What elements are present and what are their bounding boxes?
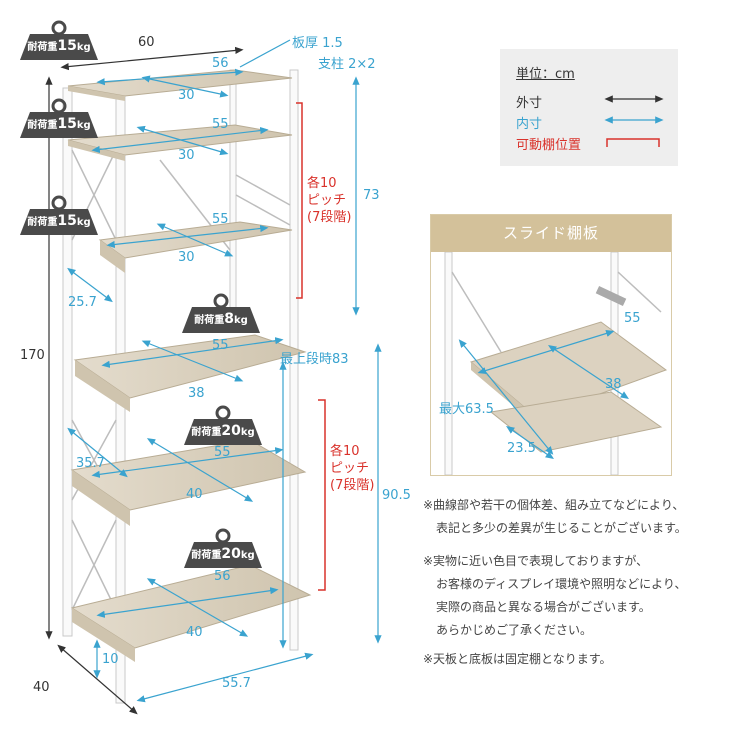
inner-dims	[67, 39, 382, 703]
slide-shelf-illustration	[444, 251, 668, 475]
note-1: ※曲線部や若干の個体差、組み立てなどにより、	[423, 498, 685, 512]
pitch-line1: 各10	[330, 444, 360, 459]
legend-outer: 外寸	[516, 96, 543, 111]
weight-unit: kg	[76, 42, 91, 53]
weight-unit: kg	[240, 550, 255, 561]
weight-label: 耐荷重	[191, 427, 222, 438]
weight-label: 耐荷重	[27, 120, 58, 131]
legend-swatches	[604, 95, 664, 147]
weight-icon	[20, 20, 98, 60]
movable-brackets	[296, 102, 326, 591]
dim-s2-width: 55	[212, 212, 229, 227]
slide-width: 55	[624, 311, 641, 326]
dim-foot: 10	[102, 652, 119, 667]
weight-value: 8	[224, 311, 234, 327]
slide-depth: 38	[605, 377, 622, 392]
legend-inner: 内寸	[516, 117, 543, 132]
pitch-line2: ピッチ	[330, 461, 370, 476]
weight-icon	[184, 528, 262, 568]
slide-shelf-panel: スライド棚板 55 38 最大63.5 23.5	[430, 214, 672, 476]
note-7: ※天板と底板は固定棚となります。	[423, 652, 612, 666]
pitch-line3: (7段階)	[307, 210, 352, 225]
dim-lower-pitch: 各10 ピッチ (7段階)	[330, 443, 374, 494]
weight-unit: kg	[76, 120, 91, 131]
note-6: あらかじめご了承ください。	[436, 623, 593, 637]
legend: 単位：cm 外寸 内寸 可動棚位置	[500, 49, 678, 166]
weight-icon	[20, 98, 98, 138]
weight-label: 耐荷重	[191, 550, 222, 561]
dim-upper-pitch: 各10 ピッチ (7段階)	[307, 175, 351, 226]
weight-unit: kg	[76, 217, 91, 228]
dim-max-slide: 最上段時83	[280, 352, 349, 367]
weight-label: 耐荷重	[27, 42, 58, 53]
weight-badge-top: 耐荷重15kg	[18, 20, 100, 62]
dim-slide-depth: 38	[188, 386, 205, 401]
dim-bottom-depth: 40	[186, 625, 203, 640]
weight-label: 耐荷重	[194, 315, 225, 326]
dim-s4-width: 55	[214, 445, 231, 460]
dim-lower-height: 90.5	[382, 488, 411, 503]
weight-value: 20	[221, 546, 241, 562]
legend-unit: 単位：cm	[516, 67, 575, 82]
weight-value: 15	[57, 116, 77, 132]
weight-value: 20	[221, 423, 241, 439]
pitch-line3: (7段階)	[330, 478, 375, 493]
dim-bottom-width: 56	[214, 569, 231, 584]
slide-ext: 23.5	[507, 441, 536, 456]
dim-slide-width: 55	[212, 338, 229, 353]
weight-unit: kg	[240, 427, 255, 438]
weight-badge-shelf4: 耐荷重20kg	[182, 405, 264, 447]
dim-board-thickness: 板厚 1.5	[292, 36, 343, 51]
note-2: 表記と多少の差異が生じることがございます。	[436, 521, 687, 535]
dim-post: 支柱 2×2	[318, 57, 376, 72]
note-4: お客様のディスプレイ環境や照明などにより、	[436, 577, 687, 591]
weight-icon	[182, 293, 260, 333]
legend-movable: 可動棚位置	[516, 138, 582, 153]
note-5: 実際の商品と異なる場合がございます。	[436, 600, 651, 614]
weight-badge-shelf2: 耐荷重15kg	[18, 195, 100, 237]
weight-badge-slide: 耐荷重8kg	[180, 293, 262, 335]
weight-value: 15	[57, 38, 77, 54]
dim-outer-width: 60	[138, 35, 155, 50]
pitch-line1: 各10	[307, 176, 337, 191]
dim-outer-depth: 40	[33, 680, 50, 695]
pitch-line2: ピッチ	[307, 193, 347, 208]
dim-bottom-outer-width: 55.7	[222, 676, 251, 691]
weight-unit: kg	[233, 315, 248, 326]
weight-icon	[20, 195, 98, 235]
weight-value: 15	[57, 213, 77, 229]
slide-max: 最大63.5	[439, 402, 494, 417]
dim-side-gap: 25.7	[68, 295, 97, 310]
dim-upper-height: 73	[363, 188, 380, 203]
dim-s1-depth: 30	[178, 148, 195, 163]
weight-badge-shelf1: 耐荷重15kg	[18, 98, 100, 140]
weight-label: 耐荷重	[27, 217, 58, 228]
outer-dims	[45, 46, 244, 715]
dim-s2-depth: 30	[178, 250, 195, 265]
dim-s4-depth: 40	[186, 487, 203, 502]
weight-icon	[184, 405, 262, 445]
dim-total-height: 170	[20, 348, 45, 363]
dim-s1-width: 55	[212, 117, 229, 132]
dim-top-depth: 30	[178, 88, 195, 103]
dim-s4-side: 35.7	[76, 456, 105, 471]
dim-top-width: 56	[212, 56, 229, 71]
weight-badge-bottom: 耐荷重20kg	[182, 528, 264, 570]
slide-panel-title: スライド棚板	[431, 215, 671, 252]
note-3: ※実物に近い色目で表現しておりますが、	[423, 554, 649, 568]
